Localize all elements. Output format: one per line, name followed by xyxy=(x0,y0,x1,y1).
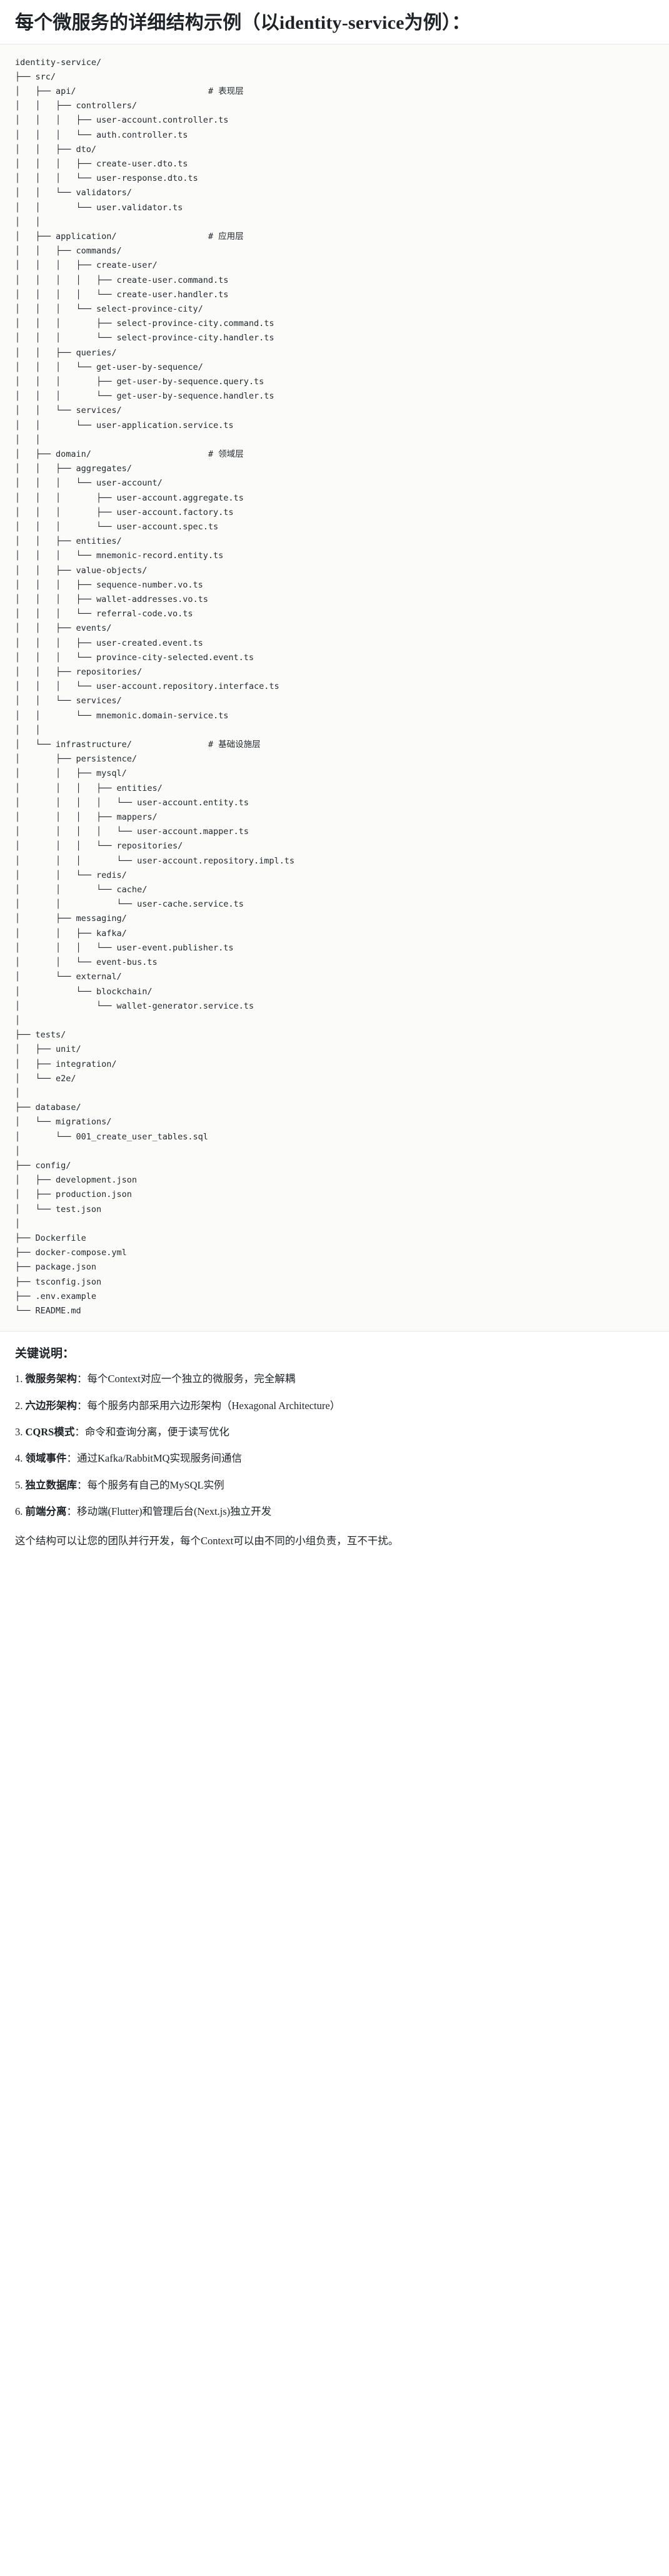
key-note-text: ：移动端(Flutter)和管理后台(Next.js)独立开发 xyxy=(66,1505,272,1518)
key-notes-title: 关键说明： xyxy=(15,1347,75,1361)
key-note-item: 微服务架构：每个Context对应一个独立的微服务，完全解耦 xyxy=(15,1371,654,1387)
key-note-term: 前端分离 xyxy=(25,1505,67,1518)
key-note-item: CQRS模式：命令和查询分离，便于读写优化 xyxy=(15,1424,654,1440)
key-note-item: 前端分离：移动端(Flutter)和管理后台(Next.js)独立开发 xyxy=(15,1504,654,1520)
key-note-item: 六边形架构：每个服务内部采用六边形架构（Hexagonal Architectu… xyxy=(15,1398,654,1414)
key-note-item: 独立数据库：每个服务有自己的MySQL实例 xyxy=(15,1477,654,1494)
key-note-text: ：每个服务有自己的MySQL实例 xyxy=(77,1479,224,1491)
key-note-term: 微服务架构 xyxy=(25,1373,78,1385)
key-note-term: CQRS模式 xyxy=(25,1425,75,1438)
key-note-term: 独立数据库 xyxy=(25,1479,78,1491)
key-note-term: 六边形架构 xyxy=(25,1399,78,1412)
key-notes-section: 关键说明： 微服务架构：每个Context对应一个独立的微服务，完全解耦六边形架… xyxy=(0,1331,669,1563)
document-page: 每个微服务的详细结构示例（以identity-service为例）： ident… xyxy=(0,0,669,1563)
key-note-text: ：通过Kafka/RabbitMQ实现服务间通信 xyxy=(66,1452,242,1465)
file-tree-code-block: identity-service/ ├── src/ │ ├── api/ # … xyxy=(0,44,669,1332)
closing-paragraph: 这个结构可以让您的团队并行开发，每个Context可以由不同的小组负责，互不干扰… xyxy=(15,1534,399,1547)
directory-tree: identity-service/ ├── src/ │ ├── api/ # … xyxy=(15,57,295,1316)
key-note-text: ：命令和查询分离，便于读写优化 xyxy=(74,1425,229,1438)
key-note-text: ：每个服务内部采用六边形架构（Hexagonal Architecture） xyxy=(77,1399,341,1412)
key-note-item: 领域事件：通过Kafka/RabbitMQ实现服务间通信 xyxy=(15,1450,654,1467)
key-notes-list: 微服务架构：每个Context对应一个独立的微服务，完全解耦六边形架构：每个服务… xyxy=(15,1371,654,1520)
key-note-text: ：每个Context对应一个独立的微服务，完全解耦 xyxy=(77,1373,296,1385)
page-title: 每个微服务的详细结构示例（以identity-service为例）： xyxy=(0,0,669,44)
key-note-term: 领域事件 xyxy=(25,1452,67,1465)
